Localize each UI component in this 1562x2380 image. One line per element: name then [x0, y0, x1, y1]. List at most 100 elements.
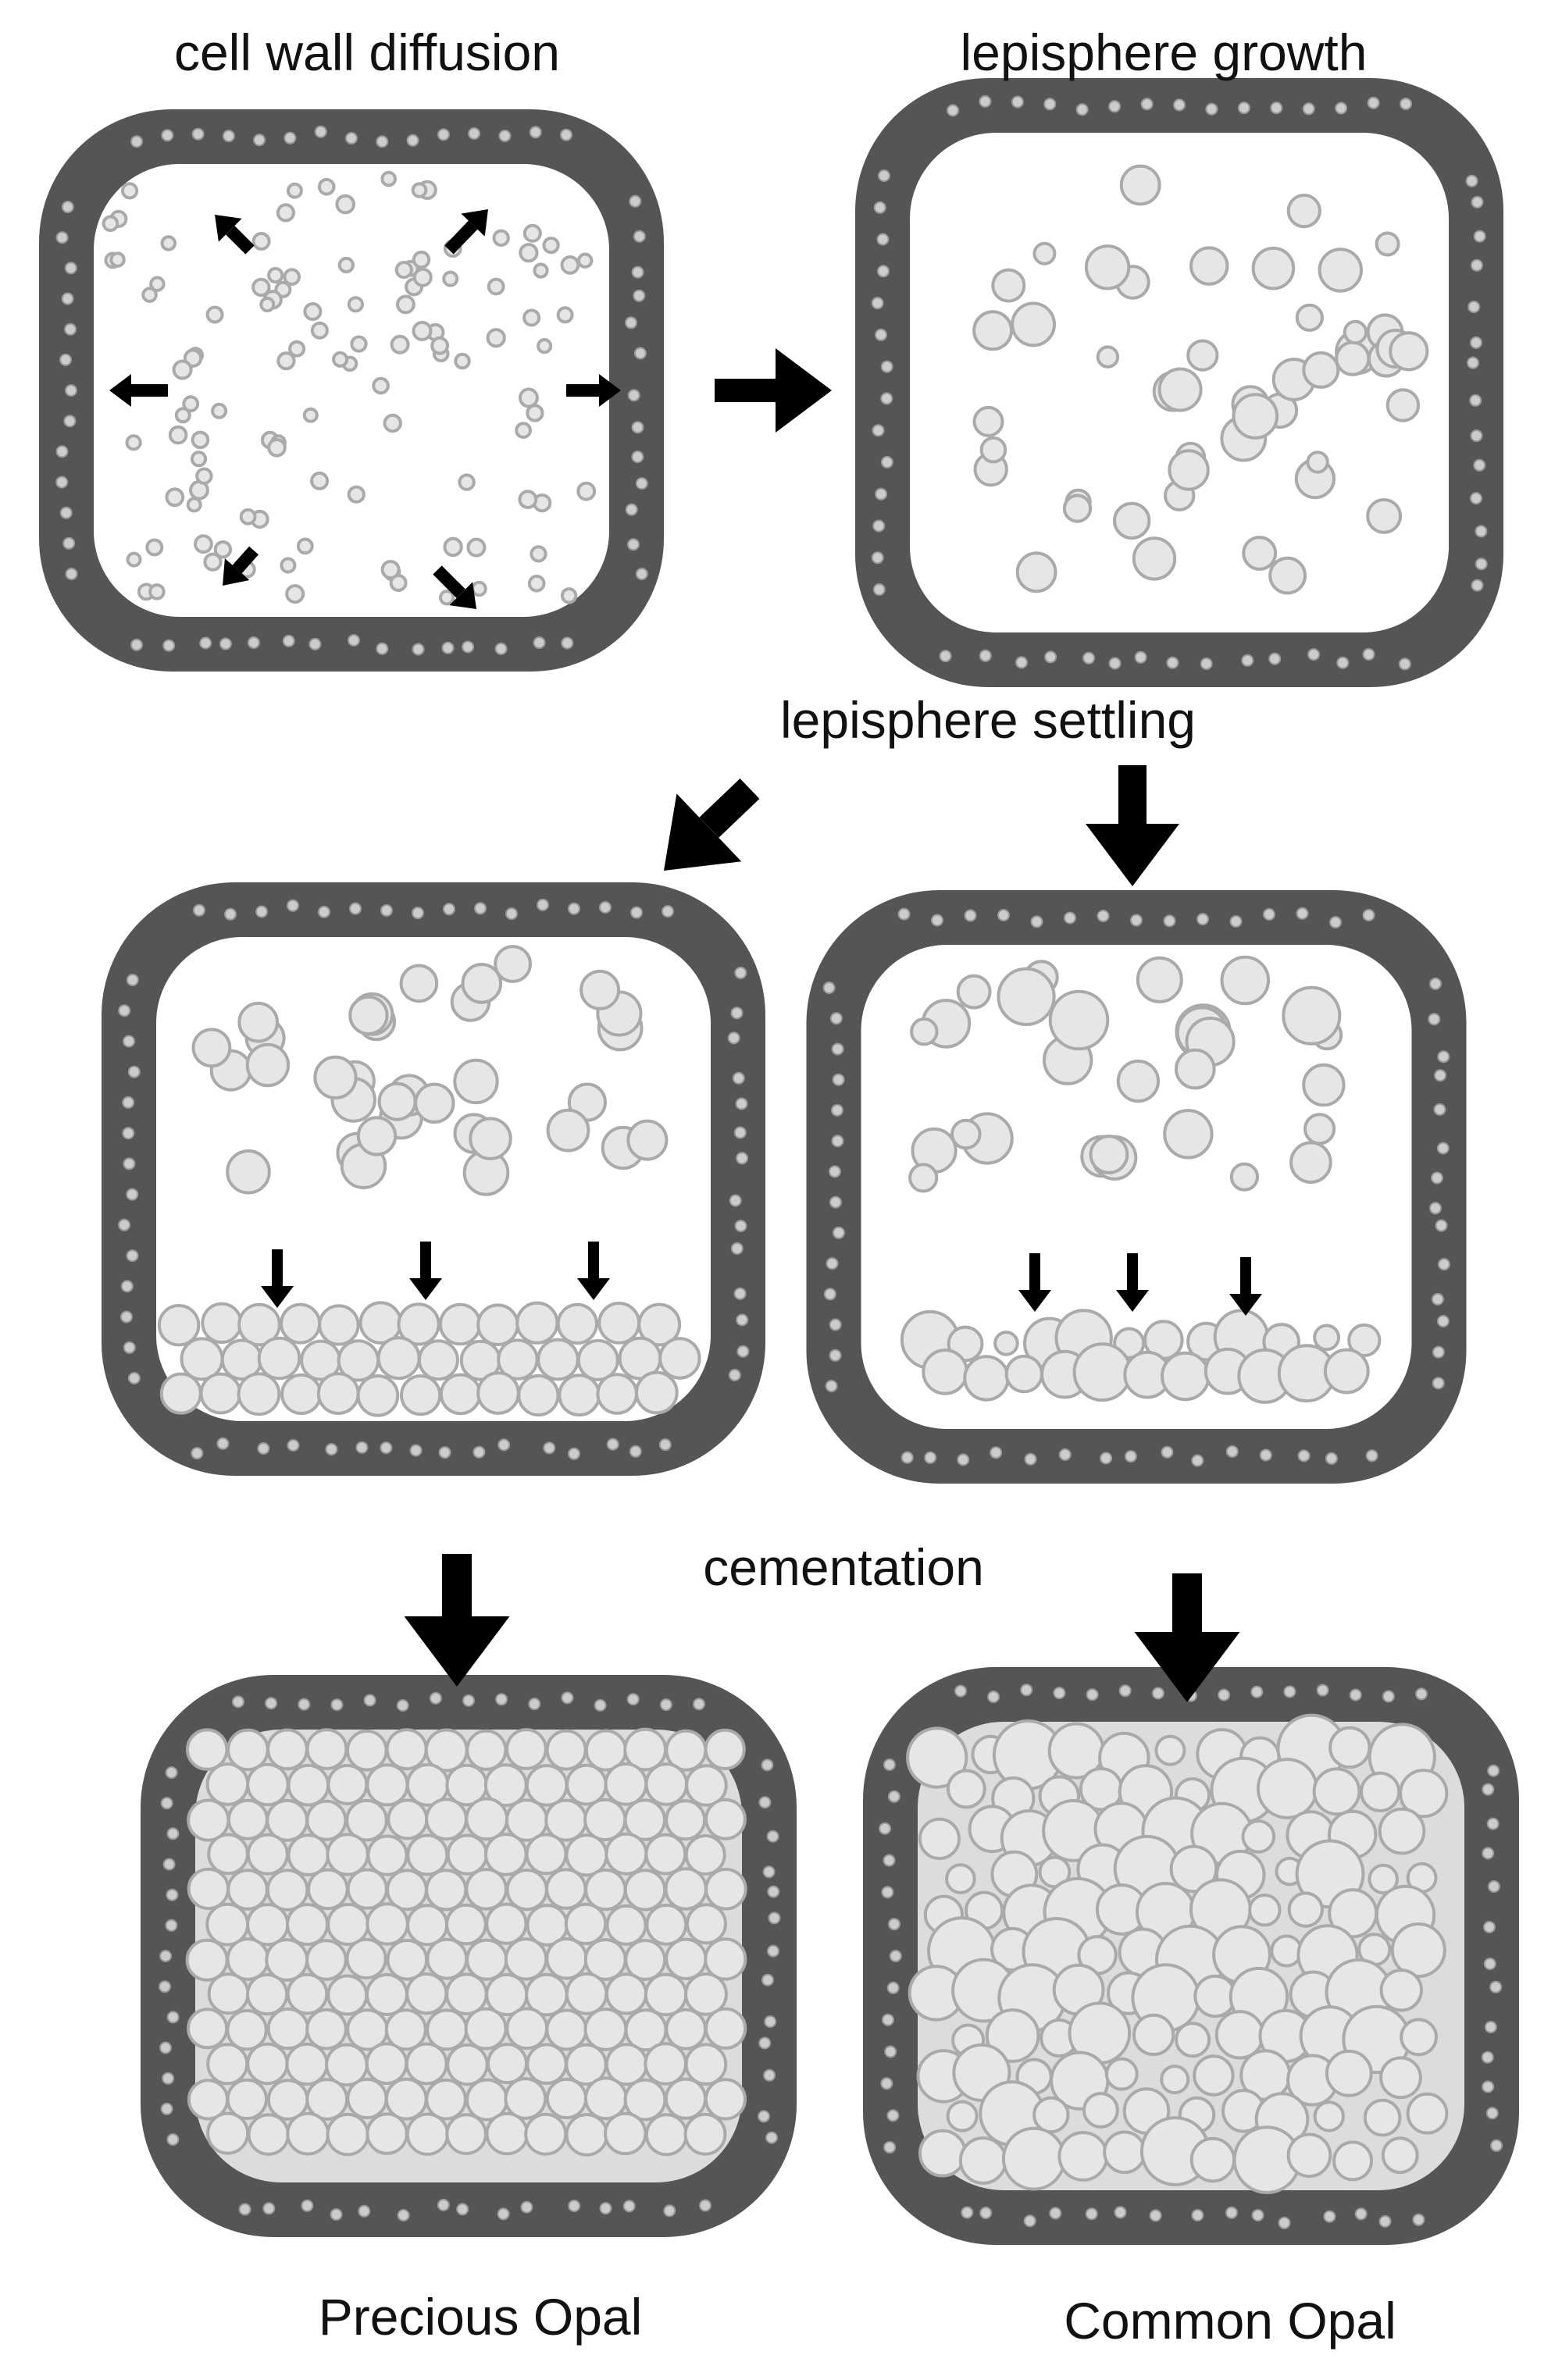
lepisphere [1286, 2132, 1332, 2179]
wall-silica-dot [127, 1065, 141, 1078]
lepisphere [556, 1302, 598, 1345]
lepisphere [280, 1302, 322, 1345]
lepisphere [979, 436, 1007, 464]
lepisphere [296, 537, 314, 555]
wall-silica-dot [284, 131, 297, 144]
cell-precious-opal [141, 1675, 797, 2237]
lepisphere [1306, 451, 1329, 474]
wall-silica-dot [1354, 2207, 1368, 2221]
wall-silica-dot [162, 1858, 176, 1871]
wall-silica-dot [1469, 394, 1482, 407]
wall-silica-dot [884, 2045, 897, 2058]
lepisphere [443, 536, 463, 558]
lepisphere [288, 340, 306, 358]
lepisphere [906, 1726, 968, 1789]
lepisphere [505, 1869, 548, 1911]
lepisphere [383, 413, 402, 433]
lepisphere [458, 473, 476, 491]
wall-silica-dot [1429, 1202, 1442, 1215]
wall-silica-dot [1086, 1688, 1099, 1701]
wall-silica-dot [1100, 1452, 1113, 1465]
wall-silica-dot [931, 914, 943, 927]
lepisphere [276, 203, 295, 223]
lepisphere [149, 276, 166, 292]
wall-silica-dot [1482, 1847, 1495, 1860]
lepisphere [206, 2111, 250, 2155]
wall-silica-dot [165, 1919, 178, 1932]
lepisphere [400, 1374, 442, 1416]
cells-layer [39, 78, 1519, 2245]
wall-silica-dot [631, 421, 644, 434]
wall-silica-dot [1382, 1690, 1395, 1703]
lepisphere [347, 485, 366, 504]
lepisphere [267, 266, 284, 284]
wall-silica-dot [758, 2036, 772, 2050]
lepisphere [522, 308, 541, 327]
cell-wall-diffusion [39, 109, 664, 672]
lepisphere [991, 268, 1026, 303]
lepisphere [461, 963, 503, 1004]
lepisphere [956, 974, 992, 1010]
arrow-head [215, 215, 242, 242]
wall-silica-dot [1205, 102, 1218, 116]
lepisphere [259, 297, 276, 312]
lepisphere [972, 310, 1014, 351]
wall-silica-dot [762, 1865, 776, 1879]
lepisphere [908, 1163, 939, 1193]
wall-silica-dot [1173, 98, 1186, 112]
cell-interior [861, 945, 1412, 1429]
wall-silica-dot [630, 906, 643, 919]
lepisphere [515, 422, 532, 439]
wall-silica-dot [833, 1226, 845, 1239]
label-cell-wall-diffusion: cell wall diffusion [174, 23, 560, 81]
wall-silica-dot [633, 230, 646, 243]
wall-silica-dot [380, 1441, 393, 1455]
wall-silica-dot [954, 1684, 967, 1698]
wall-silica-dot [1140, 98, 1154, 111]
wall-silica-dot [1475, 525, 1488, 538]
lepisphere [565, 1972, 608, 2015]
arrow-shaft [232, 546, 259, 574]
lepisphere [414, 1082, 455, 1124]
wall-silica-dot [880, 455, 893, 469]
lepisphere [644, 1762, 689, 1806]
wall-silica-dot [990, 1446, 1003, 1459]
arrow-head [449, 582, 476, 609]
wall-silica-dot [872, 583, 886, 596]
wall-silica-dot [1163, 914, 1176, 928]
wall-silica-dot [732, 1071, 745, 1085]
lepisphere [199, 1372, 242, 1415]
cell-interior [156, 937, 711, 1421]
wall-silica-dot [828, 1165, 841, 1178]
lepisphere [623, 1869, 667, 1911]
wall-silica-dot [62, 536, 76, 550]
lepisphere [1062, 493, 1093, 523]
wall-silica-dot [376, 642, 389, 655]
wall-silica-dot [529, 126, 542, 139]
wall-silica-dot [123, 1035, 135, 1048]
wall-silica-dot [193, 903, 205, 917]
lepisphere [141, 287, 158, 303]
lepisphere [583, 2008, 628, 2051]
wall-silica-dot [878, 169, 890, 182]
lepisphere [190, 451, 208, 468]
lepisphere [704, 1868, 747, 1911]
wall-silica-dot [222, 130, 235, 143]
wall-silica-dot [733, 1287, 747, 1300]
wall-silica-dot [160, 1797, 173, 1810]
wall-silica-dot [768, 1911, 781, 1925]
wall-silica-dot [130, 638, 143, 651]
wall-silica-dot [1482, 2080, 1495, 2093]
lepisphere [160, 235, 177, 251]
wall-silica-dot [831, 1042, 844, 1056]
lepisphere [1325, 2049, 1373, 2097]
arrow-head [577, 1278, 610, 1300]
lepisphere [246, 1833, 289, 1876]
lepisphere [445, 2113, 487, 2155]
wall-silica-dot [1316, 1683, 1329, 1697]
lepisphere [237, 1372, 281, 1416]
lepisphere [1175, 2022, 1211, 2058]
wall-silica-dot [441, 641, 455, 654]
wall-silica-dot [376, 135, 389, 148]
lepisphere [997, 967, 1056, 1027]
